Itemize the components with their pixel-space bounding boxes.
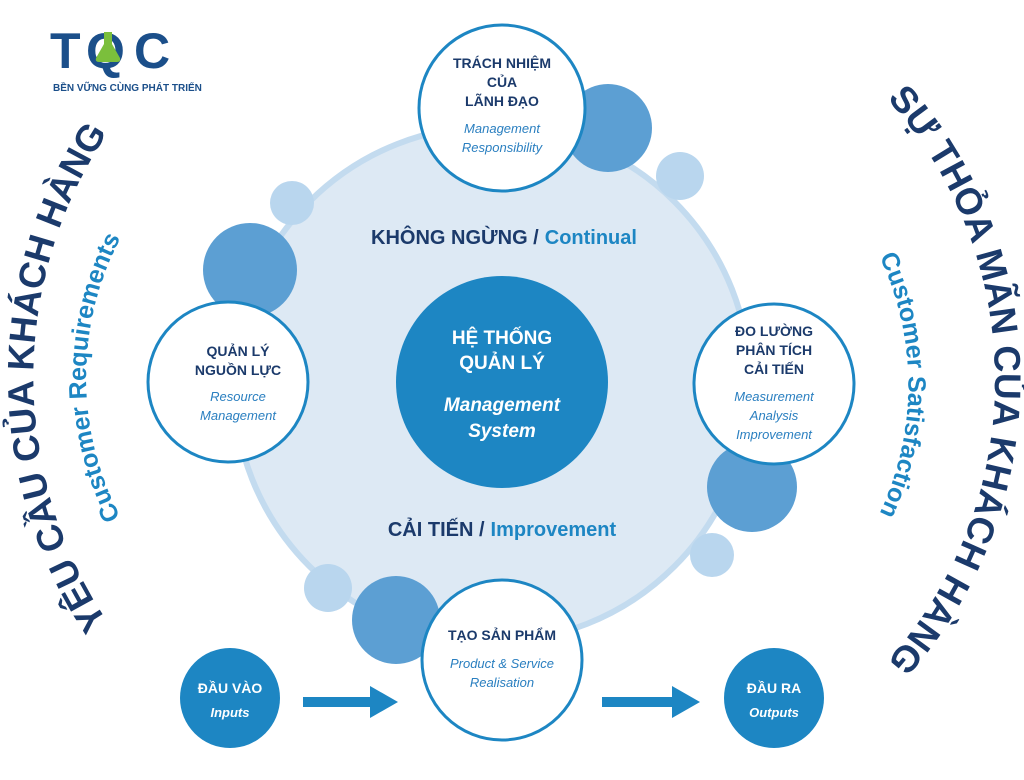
improvement-text: CẢI TIẾN /Improvement	[388, 518, 617, 541]
node-vi-line: TRÁCH NHIỆM	[453, 54, 551, 71]
continual-text: KHÔNG NGỪNG /Continual	[371, 225, 637, 249]
logo-tagline: BỀN VỮNG CÙNG PHÁT TRIỂN	[53, 81, 202, 94]
node-en-line: Analysis	[749, 408, 799, 423]
node-en-line: Product & Service	[450, 656, 554, 671]
logo-letter-t: T	[50, 23, 81, 79]
customer-requirements-en: Customer Requirements	[64, 228, 126, 527]
core-title-line1: HỆ THỐNG	[452, 327, 552, 349]
outputs-en: Outputs	[749, 705, 799, 720]
node-product-realisation: TẠO SẢN PHẨM Product & Service Realisati…	[420, 578, 584, 742]
inputs-node: ĐẦU VÀO Inputs	[180, 648, 280, 748]
node-en-line: Realisation	[470, 675, 534, 690]
node-vi-line: LÃNH ĐẠO	[465, 92, 539, 109]
improvement-label: CẢI TIẾN /Improvement	[388, 518, 617, 541]
node-vi-line: TẠO SẢN PHẨM	[448, 626, 556, 643]
inputs-circle	[180, 648, 280, 748]
inputs-vi: ĐẦU VÀO	[198, 680, 263, 696]
core-title-line2: QUẢN LÝ	[459, 352, 545, 374]
outputs-circle	[724, 648, 824, 748]
node-vi-line: CỦA	[487, 73, 517, 90]
core-en-line1: Management	[444, 395, 561, 416]
node-en-line: Improvement	[736, 427, 813, 442]
core-circle	[396, 276, 608, 488]
node-vi-line: QUẢN LÝ	[207, 342, 271, 359]
node-measurement-analysis-improvement: ĐO LƯỜNG PHÂN TÍCH CẢI TIẾN Measurement …	[692, 302, 856, 466]
node-vi-line: NGUỒN LỰC	[195, 361, 281, 378]
decor-circle	[352, 576, 440, 664]
node-resource-management: QUẢN LÝ NGUỒN LỰC Resource Management	[146, 300, 310, 464]
continual-label: KHÔNG NGỪNG /Continual	[371, 225, 637, 249]
node-vi-line: ĐO LƯỜNG	[735, 322, 813, 339]
decor-circle	[270, 181, 314, 225]
node-vi-line: CẢI TIẾN	[744, 361, 804, 377]
node-circle	[692, 302, 856, 466]
arrow-right-icon	[303, 686, 398, 718]
customer-satisfaction-en: Customer Satisfaction	[874, 248, 930, 523]
management-system-core: HỆ THỐNG QUẢN LÝ Management System	[396, 276, 608, 488]
node-en-line: Management	[200, 408, 277, 423]
decor-circle	[304, 564, 352, 612]
outputs-vi: ĐẦU RA	[747, 680, 801, 696]
core-en-line2: System	[468, 421, 536, 442]
node-vi-line: PHÂN TÍCH	[736, 341, 812, 358]
node-circle	[146, 300, 310, 464]
decor-circle	[690, 533, 734, 577]
outputs-node: ĐẦU RA Outputs	[724, 648, 824, 748]
arrow-right-icon	[602, 686, 700, 718]
inputs-en: Inputs	[211, 705, 250, 720]
node-circle	[417, 23, 587, 193]
flask-icon	[95, 32, 121, 62]
node-en-line: Responsibility	[462, 140, 544, 155]
node-en-line: Management	[464, 121, 541, 136]
customer-requirements-vi: YÊU CẦU CỦA KHÁCH HÀNG	[0, 115, 114, 640]
logo-letter-c: C	[134, 23, 170, 79]
node-en-line: Measurement	[734, 389, 815, 404]
node-en-line: Resource	[210, 389, 266, 404]
decor-circle	[656, 152, 704, 200]
decor-circle	[203, 223, 297, 317]
tqc-logo: T Q C BỀN VỮNG CÙNG PHÁT TRIỂN	[50, 23, 202, 94]
node-circle	[420, 578, 584, 742]
node-management-responsibility: TRÁCH NHIỆM CỦA LÃNH ĐẠO Management Resp…	[417, 23, 587, 193]
